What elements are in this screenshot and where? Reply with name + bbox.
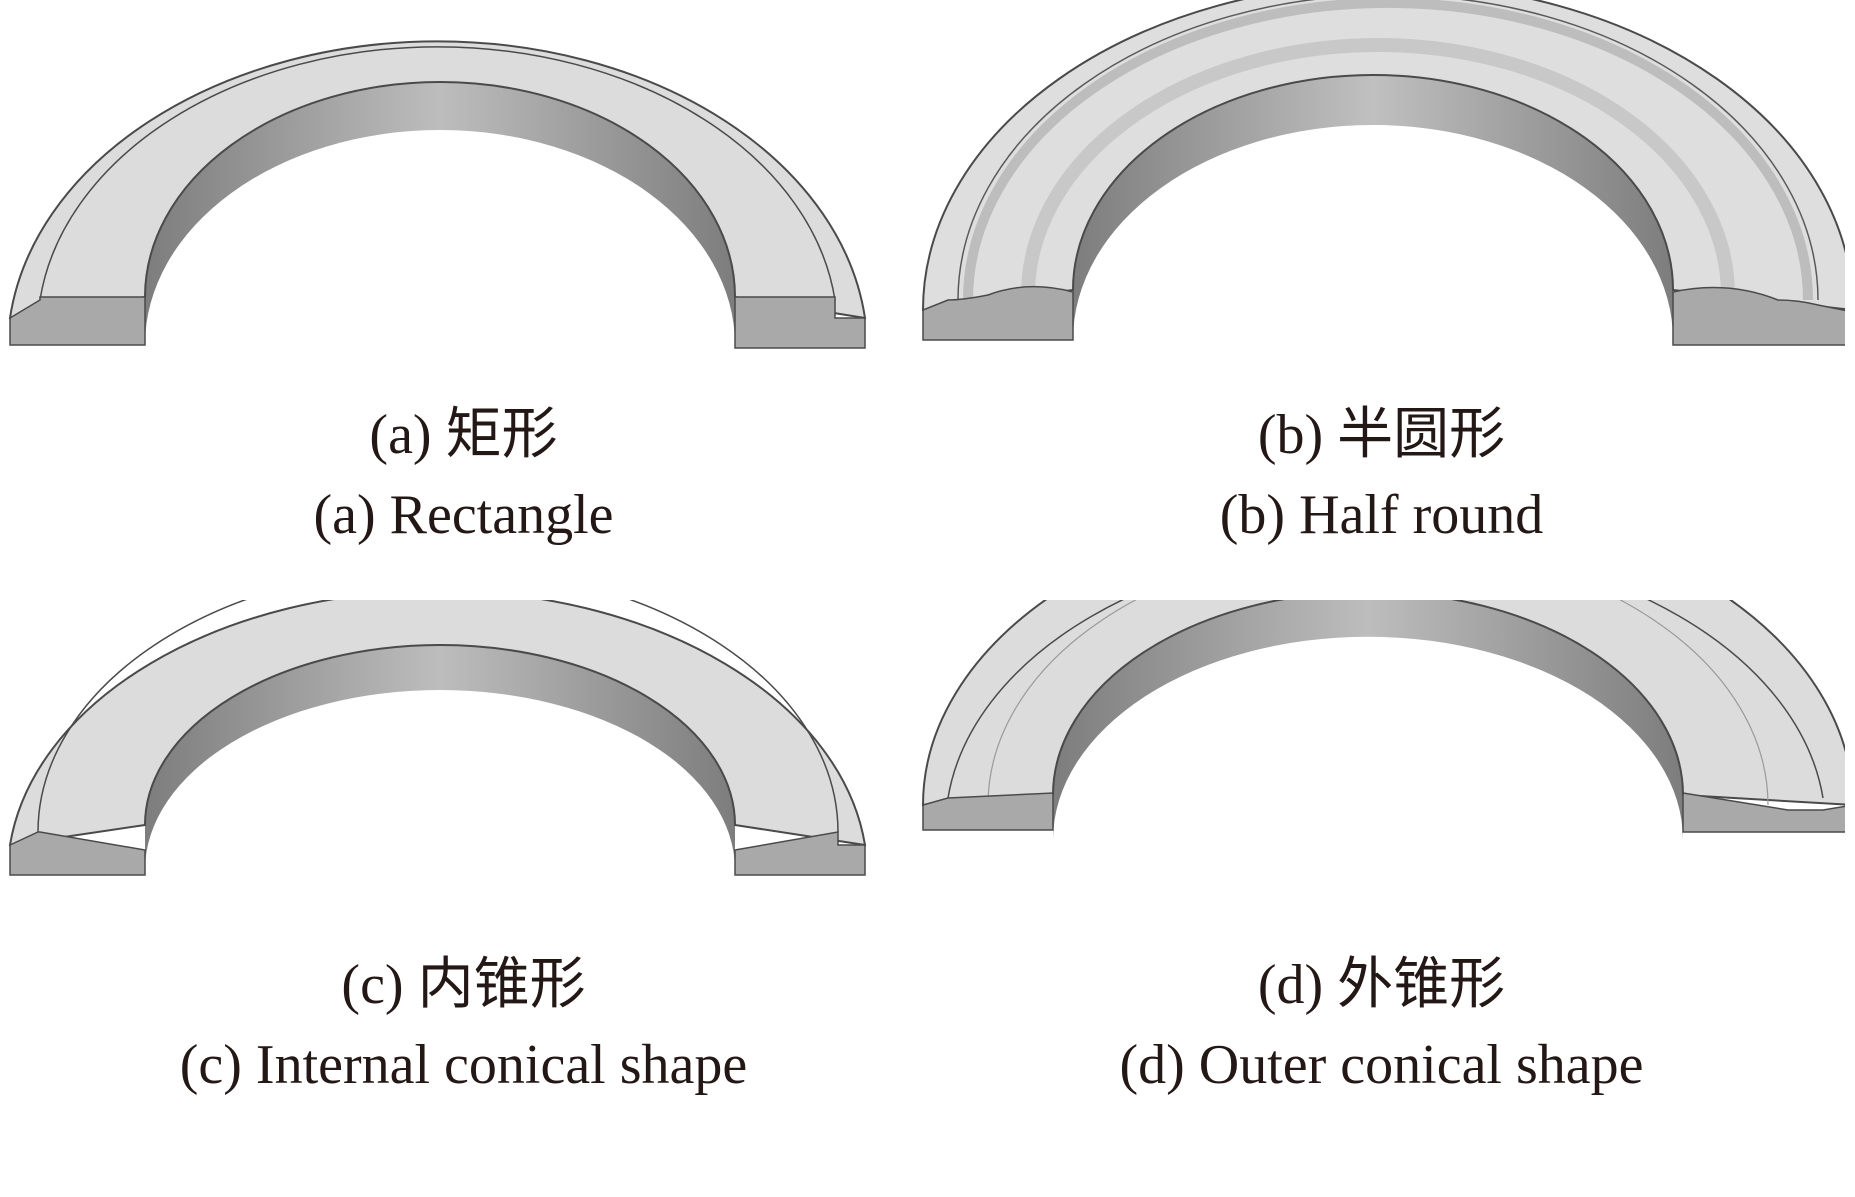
figure-c-caption-en: (c) Internal conical shape bbox=[179, 1034, 748, 1096]
outer-conical-groove-ring-illustration bbox=[921, 600, 1845, 840]
figure-b-caption-en: (b) Half round bbox=[1219, 484, 1544, 546]
figure-d-panel: (d) 外锥形 (d) Outer conical shape bbox=[918, 600, 1845, 1197]
internal-conical-groove-ring-illustration bbox=[8, 600, 867, 876]
figure-d-caption-cn: (d) 外锥形 bbox=[1257, 954, 1506, 1016]
figure-b-panel: (b) 半圆形 (b) Half round bbox=[918, 0, 1845, 597]
figure-c-caption-cn: (c) 内锥形 bbox=[341, 954, 586, 1016]
figure-a-caption-cn: (a) 矩形 bbox=[369, 404, 558, 466]
figure-a-caption-en: (a) Rectangle bbox=[313, 484, 614, 546]
rectangle-groove-ring-illustration bbox=[8, 40, 867, 349]
figure-a-panel: (a) 矩形 (a) Rectangle bbox=[0, 0, 927, 597]
figure-d-caption-en: (d) Outer conical shape bbox=[1119, 1034, 1644, 1096]
half-round-groove-ring-illustration bbox=[921, 0, 1845, 346]
figure-c-panel: (c) 内锥形 (c) Internal conical shape bbox=[0, 600, 927, 1197]
figure-b-caption-cn: (b) 半圆形 bbox=[1257, 404, 1506, 466]
